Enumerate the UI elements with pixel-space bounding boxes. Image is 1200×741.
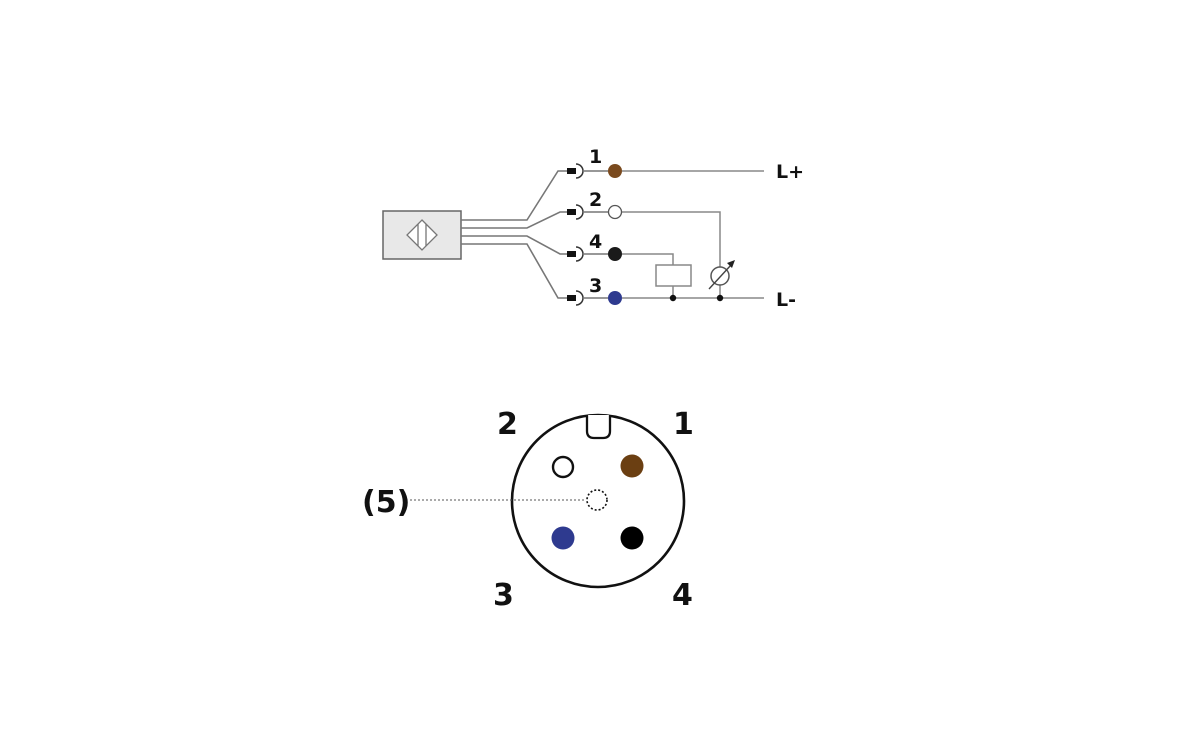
connector-pin-2 [551,455,575,479]
junction-dot [669,294,677,302]
plug-icon [567,246,608,262]
wire-dot-brown [608,164,622,178]
plug-icon [567,204,608,220]
plug-icon [567,290,608,306]
connector-key-notch [585,415,612,440]
junction-dot [716,294,724,302]
connector-pin-3 [551,526,575,550]
sensor-symbol-icon [406,219,438,251]
connector-label-5: (5) [362,485,410,520]
wire-dot-black [608,247,622,261]
wire-dot-blue [608,291,622,305]
connector-label-3: 3 [493,578,514,613]
connector-pin-4 [620,526,644,550]
wire-dot-white [607,204,623,220]
supply-positive-label: L+ [776,161,804,183]
plug-connectors [567,163,608,306]
meter-icon [708,260,735,290]
load-relay-icon [655,264,692,287]
circuit-lines [622,170,764,299]
pin-label-1: 1 [589,146,602,168]
pin-label-4: 4 [589,231,602,253]
cable-wires [461,170,568,299]
plug-icon [567,163,608,179]
connector-label-4: 4 [672,578,693,613]
connector-pin-1 [620,454,644,478]
pin-label-3: 3 [589,275,602,297]
sensor-box [382,210,462,260]
connector-label-1: 1 [673,407,694,442]
connector-pin-5 [586,489,608,511]
connector-face [410,413,686,589]
pin-label-2: 2 [589,189,602,211]
connector-label-2: 2 [497,407,518,442]
supply-negative-label: L- [776,289,796,311]
